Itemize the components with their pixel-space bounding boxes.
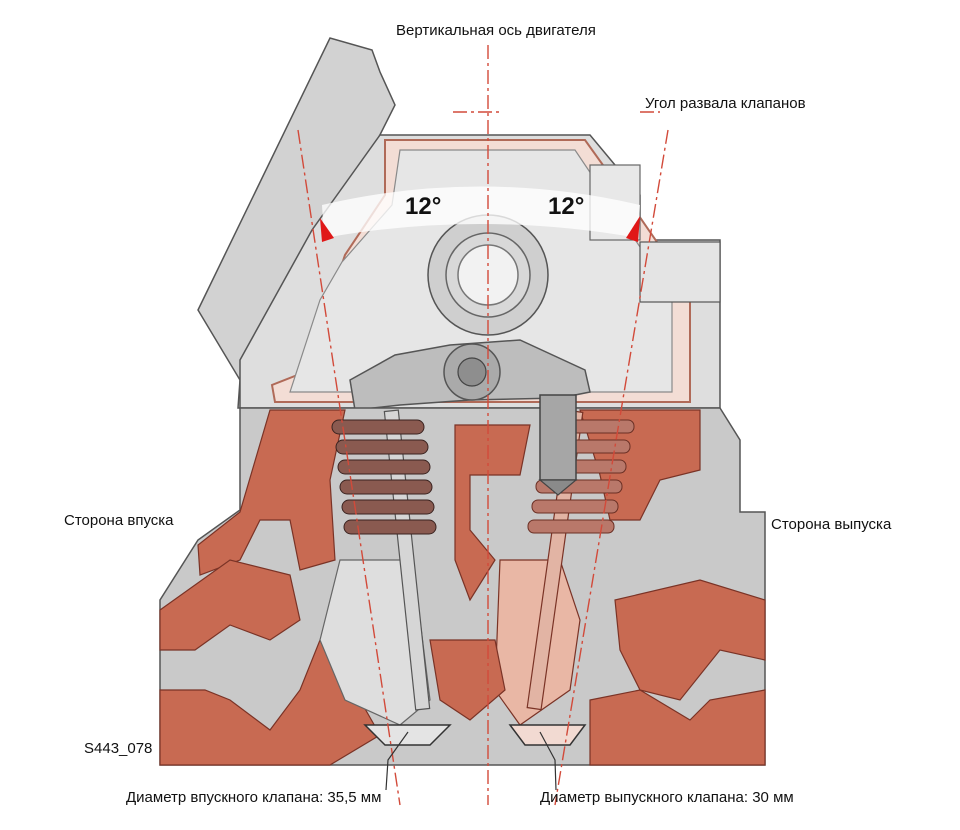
intake-valve-axis (297, 129, 401, 806)
intake-side-label: Сторона впуска (64, 512, 174, 529)
exhaust-side-label: Сторона выпуска (771, 516, 892, 533)
figure-id: S443_078 (84, 740, 153, 757)
leader-lines (385, 731, 557, 791)
intake-valve-spring-icon (331, 419, 437, 535)
engine-axis-label: Вертикальная ось двигателя (396, 22, 596, 39)
exhaust-valve-axis (554, 129, 669, 806)
hydraulic-tappet (538, 394, 578, 496)
angle-arrow-right-icon (626, 216, 640, 242)
intake-angle-value: 12° (405, 193, 442, 220)
exhaust-angle-value: 12° (548, 193, 585, 220)
intake-diameter-label: Диаметр впускного клапана: 35,5 мм (126, 789, 382, 806)
angle-arrow-left-icon (320, 218, 334, 242)
cylinder-head-block (159, 407, 766, 766)
exhaust-diameter-label: Диаметр выпускного клапана: 30 мм (540, 789, 794, 806)
valve-angle-band (320, 186, 640, 242)
axis-lines (297, 45, 669, 806)
valve-angle-label: Угол развала клапанов (645, 95, 806, 112)
